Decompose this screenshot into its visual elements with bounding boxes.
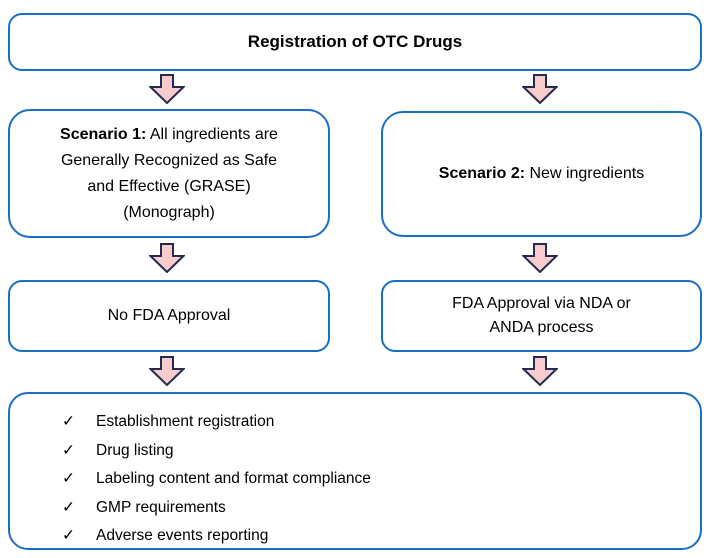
check-icon: ✓ (62, 441, 75, 459)
arrow-down-icon (522, 74, 558, 104)
no-fda-approval-text: No FDA Approval (107, 307, 231, 324)
arrow-down-icon (522, 243, 558, 273)
node-scenario-2: Scenario 2: New ingredients (381, 111, 702, 237)
requirement-text: Labeling content and format compliance (96, 470, 371, 487)
list-item: ✓ Labeling content and format compliance (62, 465, 371, 494)
check-icon: ✓ (62, 413, 75, 430)
scenario-2-label: Scenario 2: (438, 165, 526, 182)
arrow-down-icon (522, 356, 558, 386)
node-fda-approval: FDA Approval via NDA or ANDA process (381, 280, 702, 352)
node-no-fda-approval: No FDA Approval (8, 280, 330, 352)
fda-approval-text: FDA Approval via NDA or ANDA process (452, 295, 631, 336)
scenario-1-text: Scenario 1: All ingredients are Generall… (60, 122, 278, 226)
requirement-text: Drug listing (96, 441, 174, 459)
scenario-2-text: Scenario 2: New ingredients (439, 161, 644, 187)
requirement-text: Adverse events reporting (96, 527, 269, 544)
title-text: Registration of OTC Drugs (247, 32, 463, 51)
list-item: ✓ Adverse events reporting (62, 522, 371, 551)
list-item: ✓ GMP requirements (62, 494, 371, 523)
check-icon: ✓ (62, 498, 75, 516)
node-scenario-1: Scenario 1: All ingredients are Generall… (8, 109, 330, 238)
check-icon: ✓ (62, 527, 75, 544)
arrow-down-icon (149, 74, 185, 104)
list-item: ✓ Drug listing (62, 437, 371, 466)
arrow-down-icon (149, 356, 185, 386)
requirement-text: Establishment registration (96, 413, 275, 430)
scenario-2-description: New ingredients (525, 165, 645, 182)
node-registration-title: Registration of OTC Drugs (8, 13, 702, 71)
scenario-1-label: Scenario 1: (60, 125, 147, 143)
node-common-requirements: ✓ Establishment registration ✓ Drug list… (8, 392, 702, 550)
requirements-list: ✓ Establishment registration ✓ Drug list… (10, 394, 371, 551)
check-icon: ✓ (62, 470, 75, 487)
requirement-text: GMP requirements (96, 498, 226, 516)
list-item: ✓ Establishment registration (62, 408, 371, 437)
scenario-1-description: All ingredients are Generally Recognized… (60, 125, 278, 221)
arrow-down-icon (149, 243, 185, 273)
